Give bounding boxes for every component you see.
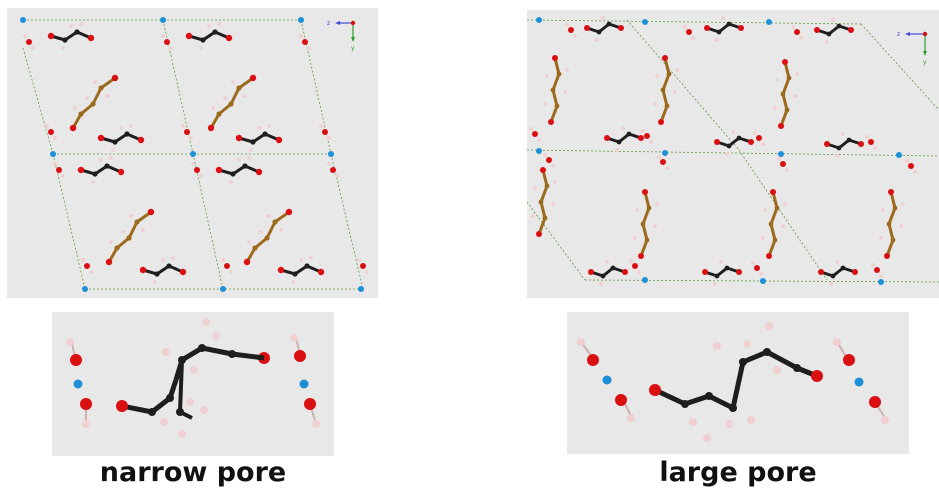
central-molecule: [116, 318, 270, 438]
cell-edges: [22, 19, 364, 290]
left-water-pair: [66, 338, 92, 428]
large-pore-detail-panel: [567, 312, 909, 454]
narrow-pore-lattice-svg: z y: [20, 17, 369, 292]
nitrogen-atoms: [20, 17, 364, 292]
axis-y-label: y: [351, 45, 355, 52]
large-pore-caption: large pore: [659, 457, 817, 488]
left-water-pair: [577, 338, 635, 422]
cell-edges: [527, 19, 939, 283]
large-pore-lattice-svg: z y: [527, 14, 939, 288]
narrow-pore-detail-panel: [52, 312, 334, 456]
large-pore-detail-svg: [577, 322, 889, 442]
narrow-pore-detail-svg: [66, 318, 320, 438]
right-water-pair: [290, 334, 320, 428]
large-pore-lattice-panel: z y: [527, 10, 939, 298]
central-molecule: [649, 322, 823, 442]
axis-z-label: z: [327, 20, 330, 27]
axis-z-label: z: [897, 31, 900, 38]
narrow-pore-lattice-panel: z y: [7, 8, 378, 298]
narrow-pore-caption: narrow pore: [99, 457, 287, 488]
axis-y-label: y: [923, 59, 927, 66]
axis-indicator: z y: [897, 31, 928, 66]
axis-indicator: z y: [327, 20, 356, 52]
right-water-pair: [833, 338, 889, 424]
nitrogen-atoms: [536, 17, 902, 285]
